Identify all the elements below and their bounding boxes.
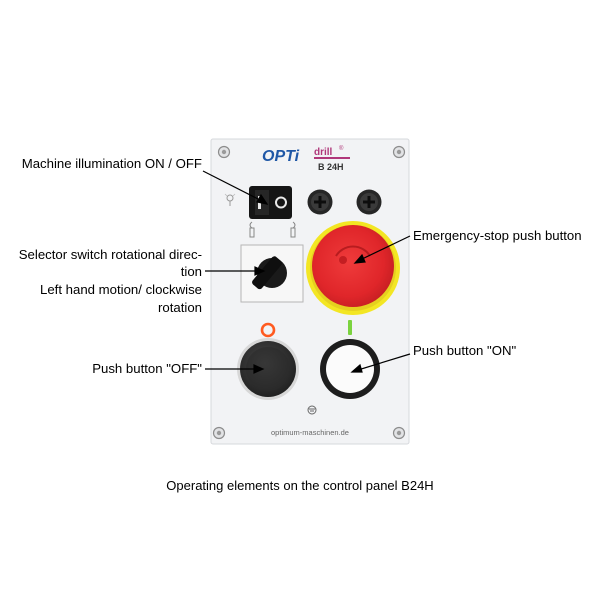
brand-underline <box>314 157 350 159</box>
ground-symbol-icon <box>307 405 317 415</box>
label-on-button: Push button "ON" <box>413 343 517 358</box>
off-symbol-icon <box>260 322 276 338</box>
on-button-icon <box>320 339 380 399</box>
arrowhead-illumination <box>256 193 269 205</box>
label-illumination: Machine illumination ON / OFF <box>21 156 202 171</box>
model-label: B 24H <box>318 162 344 172</box>
selector-switch-icon <box>240 221 304 303</box>
label-selector-line1: Selector switch rotational direc- <box>18 247 202 262</box>
label-off-button: Push button "OFF" <box>92 361 202 376</box>
figure-caption: Operating elements on the control panel … <box>166 478 434 493</box>
label-estop: Emergency-stop push button <box>413 228 582 243</box>
arrow-illumination <box>202 170 263 202</box>
lamp-icon <box>224 193 236 206</box>
arrowhead-selector <box>254 266 266 276</box>
off-button-icon <box>237 338 299 400</box>
arrow-on <box>357 353 411 371</box>
label-selector-line2: tion <box>180 264 202 279</box>
arrowhead-off <box>253 364 265 374</box>
arrowhead-estop <box>353 253 366 264</box>
screw-icon <box>217 145 231 159</box>
arrowhead-on <box>350 363 363 373</box>
website-label: optimum-maschinen.de <box>271 428 349 437</box>
screw-icon <box>392 426 406 440</box>
on-symbol-icon <box>348 320 352 335</box>
screw-icon <box>392 145 406 159</box>
rocker-switch-icon <box>249 186 292 219</box>
emergency-stop-icon <box>306 221 400 315</box>
callout-arrows <box>202 170 411 374</box>
brand-logo: OPTi <box>262 148 300 165</box>
fuse-icon <box>356 189 382 215</box>
label-selector-line4: rotation <box>158 300 202 315</box>
fuse-icon <box>307 189 333 215</box>
arrow-estop <box>359 235 411 261</box>
brand-registered: ® <box>339 145 344 152</box>
brand-product: drill <box>314 147 333 158</box>
label-selector-line3: Left hand motion/ clockwise <box>40 282 202 297</box>
screw-icon <box>212 426 226 440</box>
